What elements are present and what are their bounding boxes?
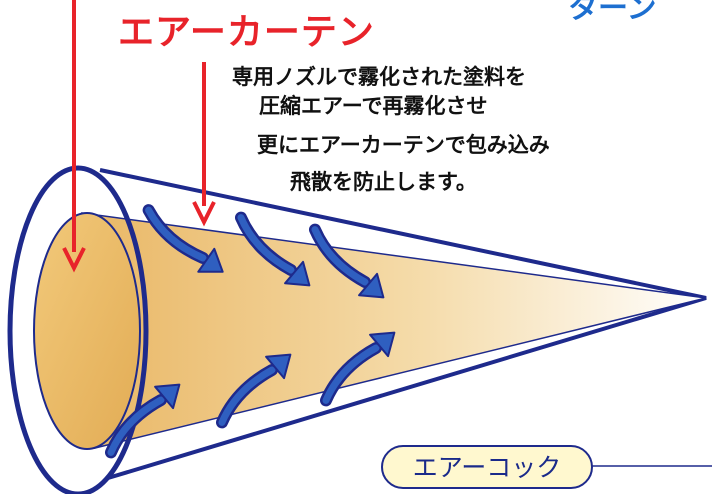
air-cock-label: エアーコック	[413, 453, 562, 482]
outer-ring	[7, 165, 149, 494]
description-line-2: 圧縮エアーで再霧化させ	[259, 93, 487, 118]
title: エアーカーテン	[118, 12, 375, 53]
air-arrow-upper-2	[234, 211, 311, 287]
air-arrow-upper-1	[142, 204, 224, 273]
air-arrow-lower-3	[319, 331, 396, 407]
air-arrow-lower-1	[104, 383, 181, 459]
air-arrow-upper-3	[308, 223, 385, 299]
air-cock-pill: エアーコック	[381, 445, 593, 489]
paint-disc	[33, 212, 141, 450]
description-line-4: 飛散を防止します。	[290, 169, 477, 194]
description-line-1: 専用ノズルで霧化された塗料を	[232, 64, 526, 89]
red-arrow-left	[62, 0, 86, 273]
description-line-3: 更にエアーカーテンで包み込み	[257, 132, 550, 157]
description: 専用ノズルで霧化された塗料を 圧縮エアーで再霧化させ 更にエアーカーテンで包み込…	[232, 64, 550, 194]
red-arrow-right	[192, 62, 216, 227]
corner-label: ターン	[568, 0, 657, 26]
air-arrow-lower-2	[215, 353, 292, 429]
